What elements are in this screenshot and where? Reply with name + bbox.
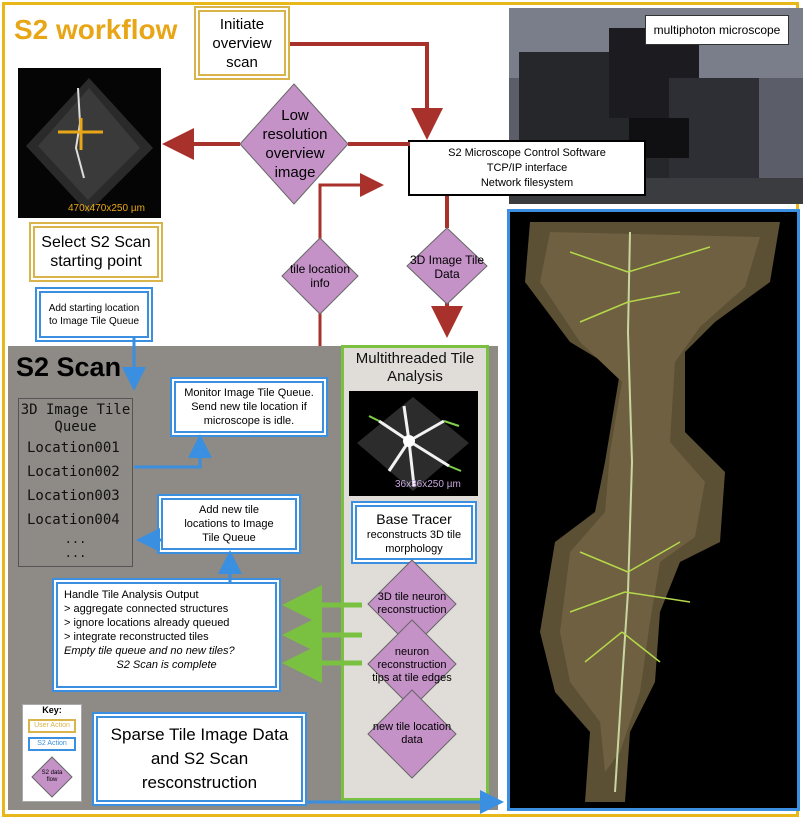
add-new-locations-box: Add new tile locations to Image Tile Que… — [159, 496, 299, 552]
output-1-label: 3D tile neuron reconstruction — [377, 591, 447, 616]
monitor-queue-box: Monitor Image Tile Queue. Send new tile … — [172, 379, 326, 435]
image-tile-queue: 3D Image Tile Queue Location001 Location… — [18, 398, 133, 567]
output-3-label: new tile location data — [372, 721, 452, 746]
sparse-data-text: Sparse Tile Image Data and S2 Scan resco… — [110, 725, 289, 792]
handle-item-2: > ignore locations already queued — [64, 617, 230, 629]
queue-ellipsis-1: ... — [64, 532, 87, 546]
overview-image — [18, 68, 161, 218]
initiate-scan-label: Initiate overview scan — [212, 15, 272, 71]
page-title: S2 workflow — [14, 14, 178, 45]
queue-title: 3D Image Tile Queue — [20, 402, 131, 435]
overview-tile-graphic — [26, 78, 153, 213]
select-start-label: Select S2 Scan starting point — [41, 234, 151, 270]
initiate-scan-box[interactable]: Initiate overview scan — [196, 8, 288, 78]
neuron-graphic — [525, 222, 780, 802]
tile-data-diamond — [406, 227, 488, 305]
key-user-action: User Action — [28, 719, 76, 733]
output-diamond-3 — [367, 689, 457, 779]
handle-output-box: Handle Tile Analysis Output > aggregate … — [54, 580, 279, 690]
queue-location-3: Location003 — [27, 488, 120, 504]
tile-location-up-arrow — [318, 185, 378, 346]
tile-cell-image — [349, 391, 478, 496]
add-start-text: Add starting location to Image Tile Queu… — [48, 302, 140, 327]
monitor-queue-text: Monitor Image Tile Queue. Send new tile … — [184, 387, 314, 427]
handle-item-3: > integrate reconstructed tiles — [64, 631, 209, 643]
control-line-1: S2 Microscope Control Software — [448, 146, 606, 159]
add-new-locations-text: Add new tile locations to Image Tile Que… — [184, 504, 274, 544]
handle-complete: S2 Scan is complete — [116, 659, 217, 671]
tile-location-diamond-label: tile location info — [289, 262, 351, 290]
queue-to-monitor-arrow — [134, 434, 212, 469]
key-flow-label: S2 data flow — [41, 770, 63, 783]
control-line-2: TCP/IP interface — [486, 161, 568, 174]
control-software-box: S2 Microscope Control Software TCP/IP in… — [408, 140, 646, 196]
key-s2-action: S2 Action — [28, 737, 76, 751]
tile-location-diamond — [281, 237, 359, 315]
queue-location-2: Location002 — [27, 464, 120, 480]
queue-location-1: Location001 — [27, 440, 120, 456]
select-start-box[interactable]: Select S2 Scan starting point — [31, 224, 161, 280]
base-tracer-title: Base Tracer — [376, 510, 452, 527]
neuron-reconstruction-image — [507, 209, 800, 811]
output-2-label: neuron reconstruction tips at tile edges — [372, 645, 452, 684]
tile-cell-graphic — [357, 397, 469, 491]
overview-diamond-label: Low resolution overview image — [262, 107, 328, 181]
overview-size-label: 470x470x250 µm — [68, 203, 145, 214]
key-title: Key: — [42, 705, 62, 715]
initiate-to-control-arrow — [290, 42, 443, 140]
handle-item-1: > aggregate connected structures — [64, 603, 229, 615]
queue-location-4: Location004 — [27, 512, 120, 528]
add-start-box: Add starting location to Image Tile Queu… — [37, 289, 151, 340]
handle-heading: Handle Tile Analysis Output — [64, 589, 199, 601]
control-line-3: Network filesystem — [480, 176, 574, 189]
tile-size-label: 36x36x250 µm — [395, 479, 461, 490]
base-tracer-box: Base Tracer reconstructs 3D tile morphol… — [353, 503, 475, 562]
sparse-data-box: Sparse Tile Image Data and S2 Scan resco… — [94, 714, 305, 804]
queue-ellipsis-2: ... — [64, 546, 87, 560]
s2-scan-title: S2 Scan — [16, 352, 122, 382]
overview-diamond — [239, 83, 349, 205]
key-flow-diamond — [31, 756, 73, 798]
tile-data-diamond-label: 3D Image Tile Data — [409, 253, 485, 281]
handle-question: Empty tile queue and no new tiles? — [64, 645, 235, 657]
base-tracer-desc: reconstructs 3D tile morphology — [366, 528, 462, 555]
microscope-label: multiphoton microscope — [645, 15, 789, 45]
